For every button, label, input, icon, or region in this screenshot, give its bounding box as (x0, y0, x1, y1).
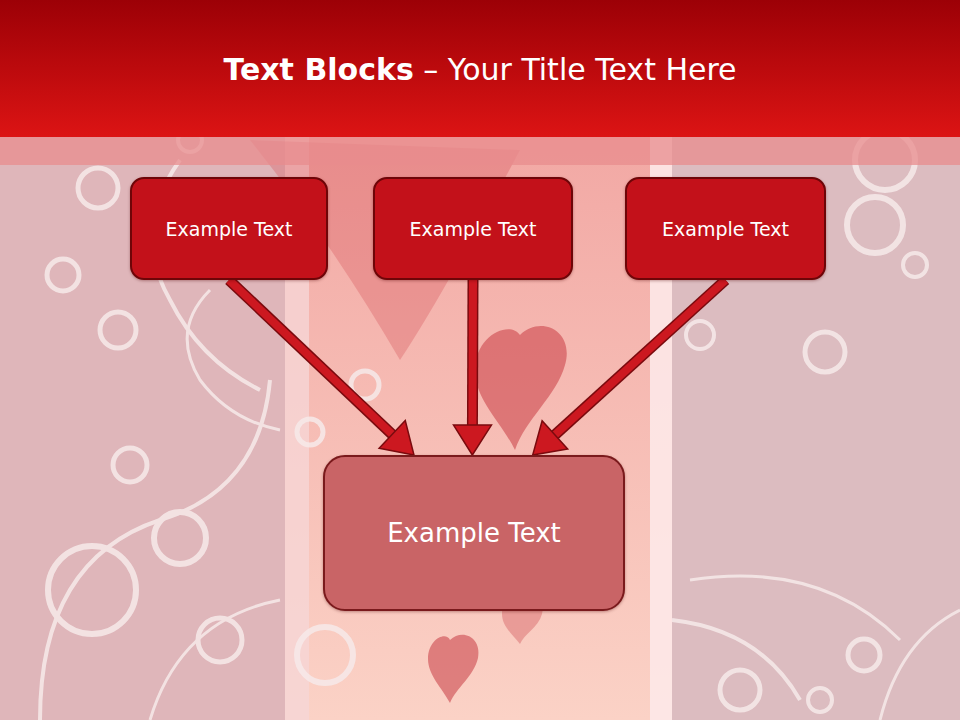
text-block: Example Text (625, 177, 826, 280)
flow-arrow (229, 280, 414, 455)
text-block: Example Text (373, 177, 573, 280)
arrow-head (533, 421, 568, 455)
block-text: Example Text (662, 218, 789, 240)
block-text: Example Text (166, 218, 293, 240)
arrow-shaft (468, 280, 477, 425)
arrow-outline (467, 280, 479, 425)
arrow-outline (229, 280, 392, 434)
text-block: Example Text (130, 177, 328, 280)
arrow-shaft (229, 280, 392, 434)
arrow-head (379, 421, 414, 455)
text-block: Example Text (323, 455, 625, 611)
flow-arrow (533, 280, 726, 455)
block-text: Example Text (387, 518, 561, 548)
arrow-outline (555, 280, 726, 435)
flow-arrow (453, 280, 491, 455)
slide-title: Text Blocks – Your Title Text Here (0, 52, 960, 87)
arrow-head (453, 425, 491, 455)
block-text: Example Text (410, 218, 537, 240)
arrow-shaft (555, 280, 726, 435)
